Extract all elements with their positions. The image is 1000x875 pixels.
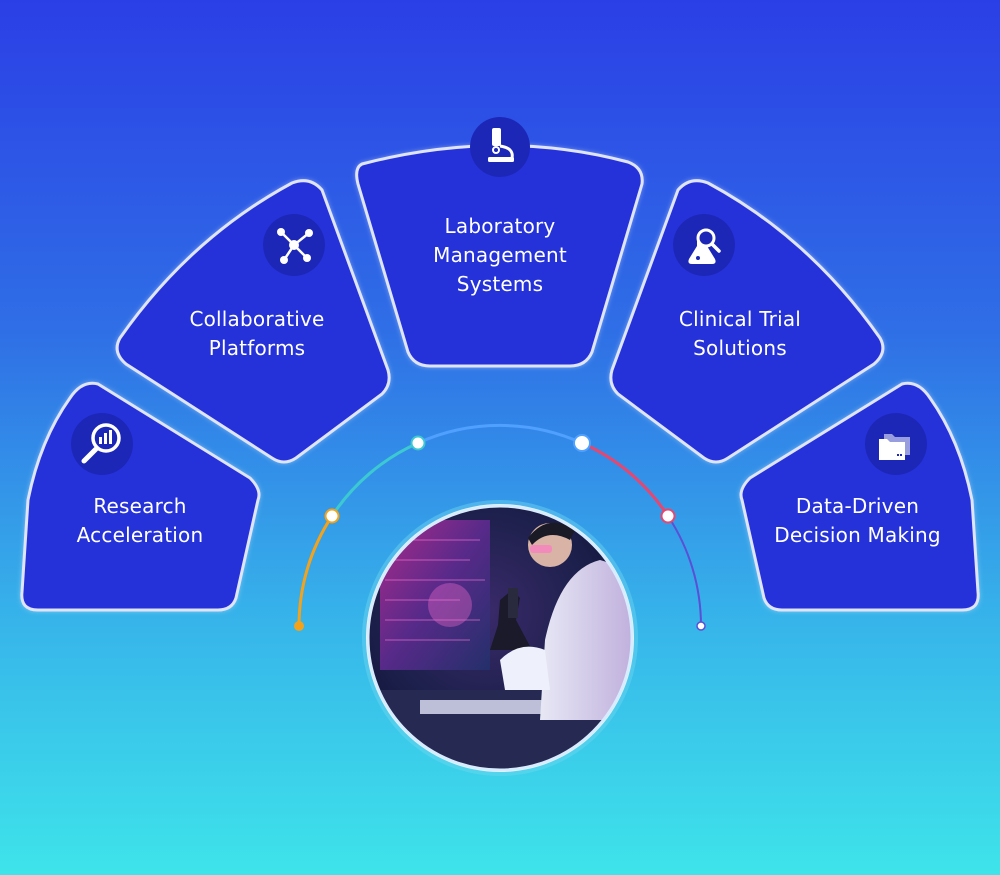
progress-arc <box>297 423 702 628</box>
arc-node <box>410 435 426 451</box>
flask-magnifier-icon <box>673 214 735 276</box>
network-nodes-icon <box>263 214 325 276</box>
microscope-icon <box>470 117 530 177</box>
arc-node <box>660 508 676 524</box>
magnifier-chart-icon <box>71 413 133 475</box>
scientist-with-microscope-photo <box>362 500 638 776</box>
folders-icon <box>865 413 927 475</box>
arc-node <box>324 508 340 524</box>
arc-node <box>573 434 591 452</box>
arc-endpoint-right <box>696 621 706 631</box>
arc-endpoint-left <box>294 621 304 631</box>
